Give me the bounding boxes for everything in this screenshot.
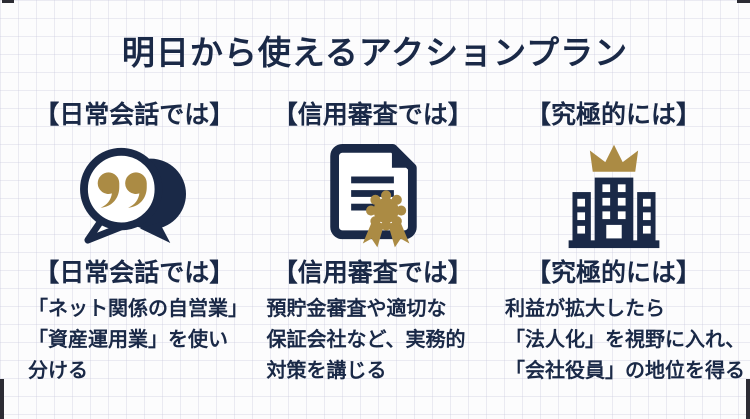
frame-artifact-bottom-left	[0, 379, 4, 419]
certificate-icon	[322, 134, 424, 254]
frame-artifact-bottom-right	[746, 379, 750, 419]
column-top-label: 【日常会話では】	[34, 101, 235, 129]
column-bottom-label: 【究極的には】	[525, 259, 701, 287]
chat-quote-icon	[75, 134, 193, 254]
column-ultimately: 【究極的には】	[497, 96, 746, 387]
column-body-text: 利益が拡大したら 「法人化」を視野に入れ、 「会社役員」の地位を得る	[497, 294, 746, 387]
page-title: 明日から使えるアクションプラン	[121, 34, 629, 71]
body-line: 「ネット関係の自営業」	[28, 298, 248, 320]
body-line: 分ける	[28, 360, 88, 382]
column-daily-conversation: 【日常会話では】 【日常会話では】	[20, 96, 249, 387]
body-line: 対策を講じる	[266, 360, 387, 382]
column-credit-screening: 【信用審査では】	[259, 96, 488, 387]
body-line: 「法人化」を視野に入れ、	[505, 329, 746, 351]
building-crown-icon	[556, 134, 672, 254]
column-bottom-label: 【日常会話では】	[34, 259, 235, 287]
column-top-label: 【信用審査では】	[272, 101, 473, 129]
columns-row: 【日常会話では】 【日常会話では】	[0, 96, 750, 387]
frame-artifact-top-right	[737, 0, 750, 3]
column-bottom-label: 【信用審査では】	[272, 259, 473, 287]
body-line: 預貯金審査や適切な	[266, 298, 447, 320]
column-top-label: 【究極的には】	[525, 101, 701, 129]
frame-artifact-top-left	[2, 0, 14, 3]
body-line: 「会社役員」の地位を得る	[505, 360, 745, 382]
column-body-text: 預貯金審査や適切な 保証会社など、実務的 対策を講じる	[259, 294, 488, 387]
column-body-text: 「ネット関係の自営業」 「資産運用業」を使い 分ける	[20, 294, 249, 387]
body-line: 「資産運用業」を使い	[28, 329, 228, 351]
body-line: 保証会社など、実務的	[266, 329, 466, 351]
body-line: 利益が拡大したら	[505, 298, 665, 320]
